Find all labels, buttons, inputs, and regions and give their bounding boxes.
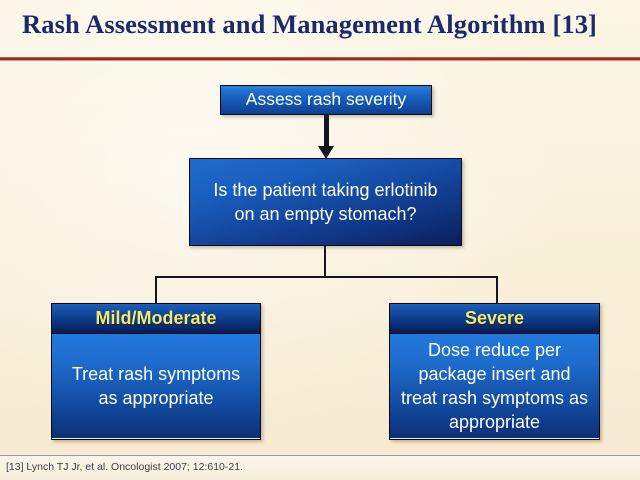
connector-drop-right xyxy=(496,276,498,304)
flow-node-assess-label: Assess rash severity xyxy=(245,89,407,109)
flow-node-severe[interactable]: Severe Dose reduce per package insert an… xyxy=(389,303,600,440)
flow-node-mild-body: Treat rash symptoms as appropriate xyxy=(52,334,260,438)
flow-node-erlotinib-question[interactable]: Is the patient taking erlotinib on an em… xyxy=(189,158,462,246)
footer-citation: [13] Lynch TJ Jr, et al. Oncologist 2007… xyxy=(6,461,243,473)
connector-drop-left xyxy=(155,276,157,304)
title-bar: Rash Assessment and Management Algorithm… xyxy=(0,0,640,62)
flow-node-question-label: Is the patient taking erlotinib on an em… xyxy=(213,180,438,224)
page-title: Rash Assessment and Management Algorithm… xyxy=(22,9,597,39)
footer-divider xyxy=(0,455,640,456)
flow-node-severe-body: Dose reduce per package insert and treat… xyxy=(390,334,599,438)
title-rule-line-bottom xyxy=(0,60,640,61)
connector-split-bar xyxy=(155,276,498,278)
flow-node-severe-header: Severe xyxy=(390,304,599,334)
title-divider-rule xyxy=(0,57,640,62)
connector-arrow-shaft xyxy=(324,115,329,148)
connector-arrow-head-icon xyxy=(318,146,334,159)
title-rule-line-mid xyxy=(0,58,640,60)
flow-node-assess-rash-severity[interactable]: Assess rash severity xyxy=(220,85,432,115)
flow-node-mild-moderate[interactable]: Mild/Moderate Treat rash symptoms as app… xyxy=(51,303,261,440)
title-rule-line-top xyxy=(0,57,640,58)
connector-split-stem xyxy=(324,246,326,277)
flow-node-mild-header: Mild/Moderate xyxy=(52,304,260,334)
footer-band xyxy=(0,456,640,480)
